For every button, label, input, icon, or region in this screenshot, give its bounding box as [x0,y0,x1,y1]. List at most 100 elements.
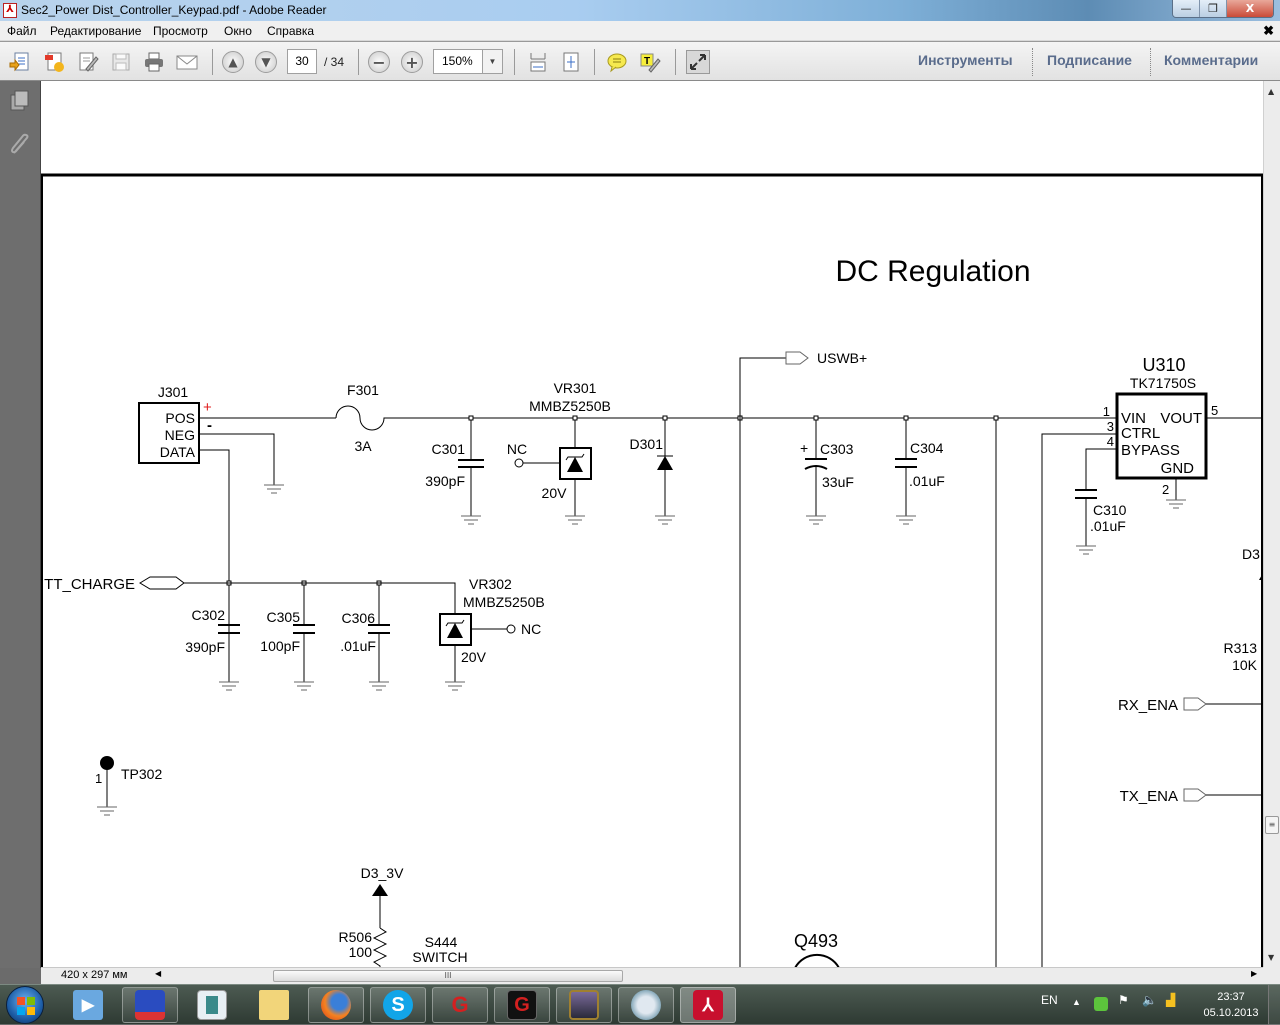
menu-file[interactable]: Файл [7,24,37,38]
email-icon[interactable] [175,50,199,74]
windows-logo-icon [17,997,35,1015]
print-icon[interactable] [142,50,166,74]
s444-label: S444 [425,934,458,950]
toolbar-separator [358,49,359,75]
show-desktop-button[interactable] [1268,985,1280,1025]
taskbar-game[interactable] [556,987,612,1023]
comment-icon[interactable] [605,50,629,74]
net-d3-3v: D3_3V [361,865,404,968]
edit-icon[interactable] [76,50,100,74]
skype-icon: S [383,990,413,1020]
toolbar-separator [675,49,676,75]
window-app-icon [197,990,227,1020]
taskbar-garena-dark[interactable]: G [494,987,550,1023]
net-batt-charge: TT_CHARGE [44,576,456,614]
taskbar-media-player[interactable]: ▶ [60,987,116,1023]
zoom-out-icon[interactable]: − [368,51,390,73]
minimize-button[interactable]: — [1173,0,1200,17]
menu-view[interactable]: Просмотр [153,24,208,38]
transistor-q493: Q493 [794,931,840,968]
taskbar-garena[interactable]: G [432,987,488,1023]
menu-window[interactable]: Окно [224,24,252,38]
maximize-button[interactable]: ❐ [1200,0,1227,17]
svg-text:C305: C305 [267,609,301,625]
svg-text:390pF: 390pF [425,473,465,489]
taskbar-paint[interactable] [618,987,674,1023]
create-pdf-icon[interactable] [42,50,66,74]
game-portrait-icon [569,990,599,1020]
vertical-scrollbar[interactable]: ▲ ≡ ▼ [1263,81,1280,968]
garena-icon: G [451,992,469,1017]
show-hidden-icons[interactable]: ▲ [1072,997,1081,1007]
ground-symbol [264,484,284,494]
svg-text:C302: C302 [192,607,226,623]
page-up-icon[interactable]: ▲ [222,51,244,73]
adobe-pdf-icon: ⅄ [3,3,17,18]
taskbar-adobe-reader[interactable]: ⅄ [680,987,736,1023]
capacitor-c301: C301 390pF [425,420,484,525]
toolbar-separator [514,49,515,75]
svg-text:MMBZ5250B: MMBZ5250B [529,398,611,414]
security-icon[interactable] [1094,997,1108,1011]
tab-sign[interactable]: Подписание [1047,52,1132,68]
window-title: Sec2_Power Dist_Controller_Keypad.pdf - … [21,3,327,17]
tab-separator [1032,48,1033,76]
svg-text:T: T [644,56,650,67]
svg-text:33uF: 33uF [822,474,854,490]
scroll-left-icon[interactable]: ◀ [155,969,162,978]
volume-icon[interactable]: 🔈 [1142,993,1157,1007]
language-indicator[interactable]: EN [1041,993,1058,1007]
menu-bar: Файл Редактирование Просмотр Окно Справк… [0,21,1280,41]
taskbar-explorer[interactable] [246,987,302,1023]
network-icon[interactable]: ▟ [1166,993,1176,1007]
zoom-in-icon[interactable]: + [401,51,423,73]
zener-vr301: VR301 MMBZ5250B NC 20V [507,380,611,525]
document-view[interactable]: DC Regulation J301 POS NEG DATA + - F301… [41,81,1263,968]
svg-text:100pF: 100pF [260,638,300,654]
scroll-up-icon[interactable]: ▲ [1268,87,1275,96]
scrollbar-corner [1263,967,1280,984]
toolbar: ▲ ▼ 30 / 34 − + 150%▼ T Инструменты Подп… [0,41,1280,81]
svg-text:NEG: NEG [165,427,195,443]
fit-page-icon[interactable] [559,50,583,74]
horizontal-scrollbar-thumb[interactable]: III [273,970,623,982]
svg-text:C303: C303 [820,441,854,457]
menu-help[interactable]: Справка [267,24,315,38]
r313-label: R313 [1224,640,1258,656]
page-number-input[interactable]: 30 [287,49,317,74]
taskbar-save-app[interactable] [122,987,178,1023]
start-button[interactable] [6,986,44,1024]
action-center-icon[interactable]: ⚑ [1118,993,1129,1007]
scrollbar-thumb[interactable]: ≡ [1265,816,1279,834]
tab-separator [1150,48,1151,76]
page-down-icon[interactable]: ▼ [255,51,277,73]
fullscreen-icon[interactable] [686,50,710,74]
zoom-select[interactable]: 150%▼ [433,49,503,74]
clock[interactable]: 23:37 05.10.2013 [1196,989,1266,1021]
close-button[interactable]: X [1227,0,1273,17]
capacitor-c303: + C303 33uF [800,420,854,525]
adobe-reader-icon: ⅄ [693,990,723,1020]
svg-text:CTRL: CTRL [1121,425,1160,442]
highlight-text-icon[interactable]: T [638,50,662,74]
attachments-icon[interactable] [8,133,32,157]
save-icon[interactable] [109,50,133,74]
menu-edit[interactable]: Редактирование [50,24,142,38]
taskbar-skype[interactable]: S [370,987,426,1023]
scroll-down-icon[interactable]: ▼ [1268,953,1275,962]
floppy-icon [135,990,165,1020]
fit-width-icon[interactable] [526,50,550,74]
taskbar-window-app[interactable] [184,987,240,1023]
svg-text:VR301: VR301 [554,380,597,396]
scroll-right-icon[interactable]: ▶ [1251,969,1258,978]
open-icon[interactable] [8,50,32,74]
svg-text:5: 5 [1211,403,1218,418]
tab-comments[interactable]: Комментарии [1164,52,1259,68]
close-document-icon[interactable]: ✖ [1263,23,1274,38]
pages-icon[interactable] [8,89,32,113]
svg-text:.01uF: .01uF [1090,518,1126,534]
capacitor-c310: C310 .01uF [1075,448,1127,555]
taskbar-firefox[interactable] [308,987,364,1023]
chevron-down-icon[interactable]: ▼ [482,50,502,73]
tab-tools[interactable]: Инструменты [918,52,1013,68]
